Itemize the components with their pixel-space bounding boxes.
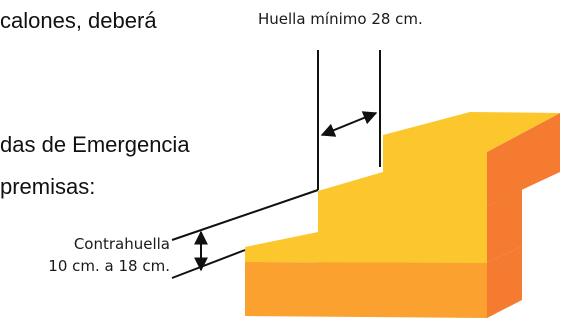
riser-line-upper [171,189,319,241]
huella-label: Huella mínimo 28 cm. [258,10,423,28]
contrahuella-label: Contrahuella [74,235,170,253]
step-1-top [245,206,487,263]
step-1-side [487,246,522,318]
stair-steps [245,112,560,318]
contrahuella-range-label: 10 cm. a 18 cm. [48,257,170,275]
step-3-side [487,113,560,206]
step-2-top [318,152,487,232]
body-text-line-3: premisas: [0,174,96,199]
contrahuella-dimension [171,189,319,279]
body-text-line-1: calones, deberá [0,8,157,33]
step-1-front [245,262,487,318]
step-3-top [383,112,560,172]
riser-line-lower [171,249,246,279]
huella-dimension [317,50,381,190]
huella-arrow [320,111,378,137]
step-2-side [487,189,522,263]
body-text-line-2: das de Emergencia [0,132,190,157]
